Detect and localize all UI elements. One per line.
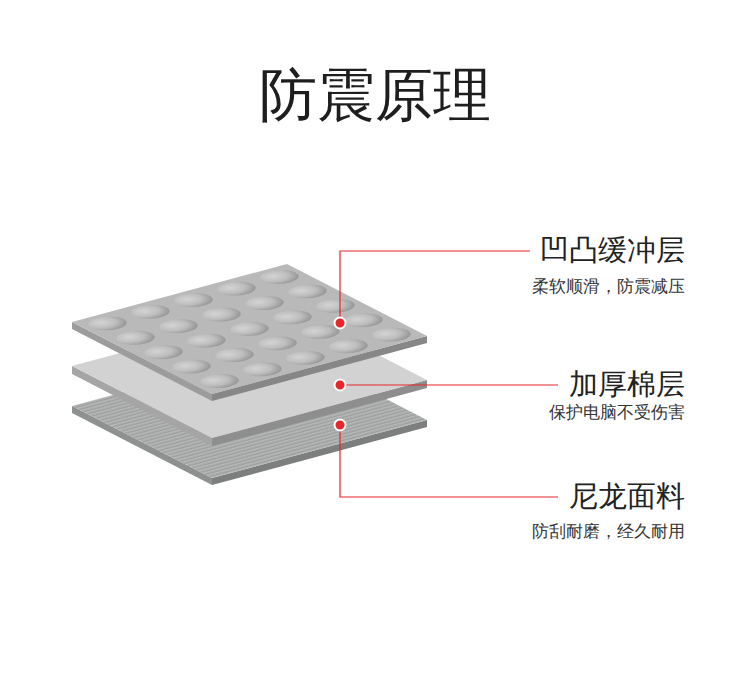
leader-line — [340, 384, 558, 385]
leader-line — [340, 425, 558, 497]
bump-layer — [72, 264, 427, 401]
callout-dot — [335, 420, 346, 431]
diagram-title: 防震原理 — [0, 60, 750, 130]
callout-dot — [335, 380, 346, 391]
layer-description: 柔软顺滑，防震减压 — [532, 275, 685, 297]
layer-description: 保护电脑不受伤害 — [549, 401, 685, 423]
layer-description: 防刮耐磨，经久耐用 — [532, 520, 685, 542]
callout-dot — [335, 318, 346, 329]
layer-name: 尼龙面料 — [569, 479, 685, 514]
leader-line — [340, 251, 530, 323]
layer-name: 凹凸缓冲层 — [540, 233, 685, 268]
layer-name: 加厚棉层 — [569, 367, 685, 402]
